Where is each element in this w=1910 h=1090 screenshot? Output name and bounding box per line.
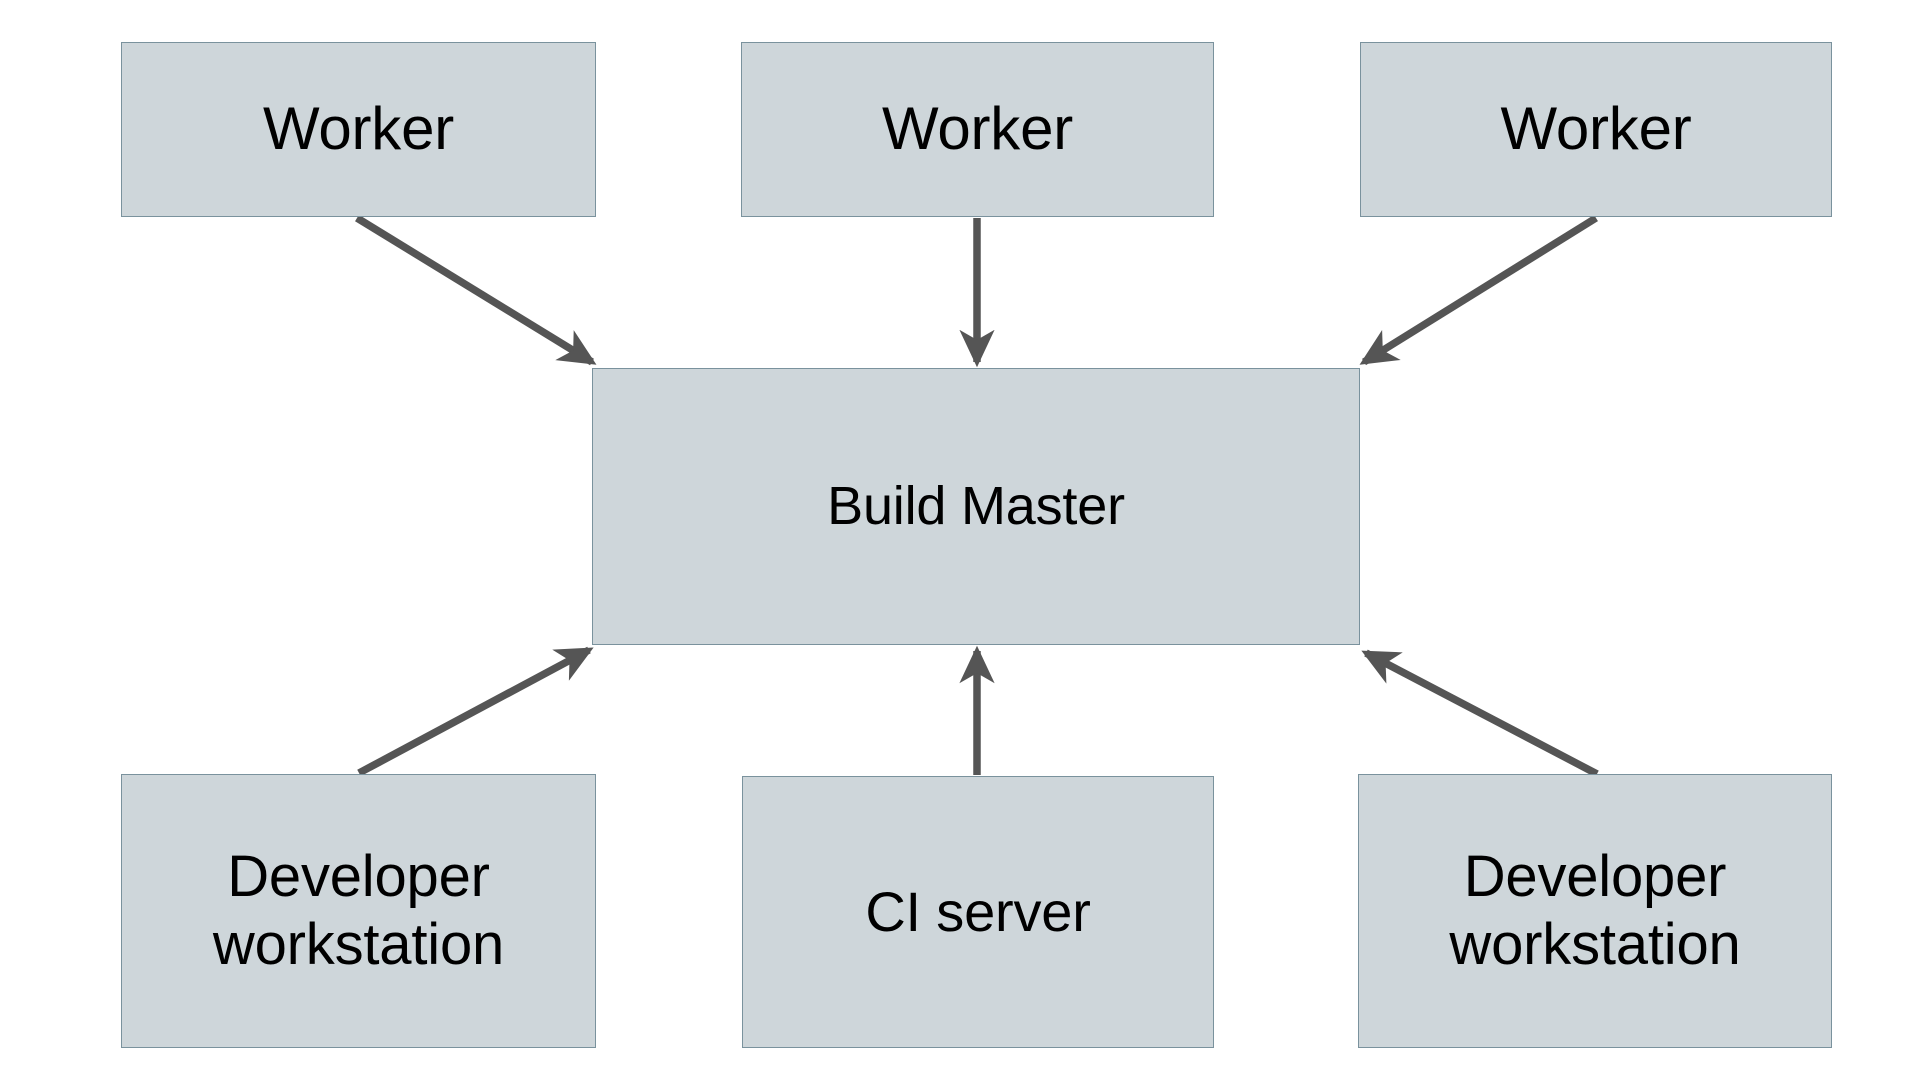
node-worker-1[interactable]: Worker bbox=[121, 42, 596, 217]
node-build-master[interactable]: Build Master bbox=[592, 368, 1360, 645]
node-ci-server[interactable]: CI server bbox=[742, 776, 1214, 1048]
node-worker-2[interactable]: Worker bbox=[741, 42, 1214, 217]
edge-dev-workstation-left-to-build-master bbox=[357, 646, 594, 777]
node-developer-workstation-right[interactable]: Developer workstation bbox=[1358, 774, 1832, 1048]
node-worker-3[interactable]: Worker bbox=[1360, 42, 1832, 217]
edge-worker-1-to-build-master bbox=[355, 214, 597, 366]
edge-worker-3-to-build-master bbox=[1359, 214, 1598, 366]
edge-dev-workstation-right-to-build-master bbox=[1361, 649, 1599, 778]
node-developer-workstation-left[interactable]: Developer workstation bbox=[121, 774, 596, 1048]
